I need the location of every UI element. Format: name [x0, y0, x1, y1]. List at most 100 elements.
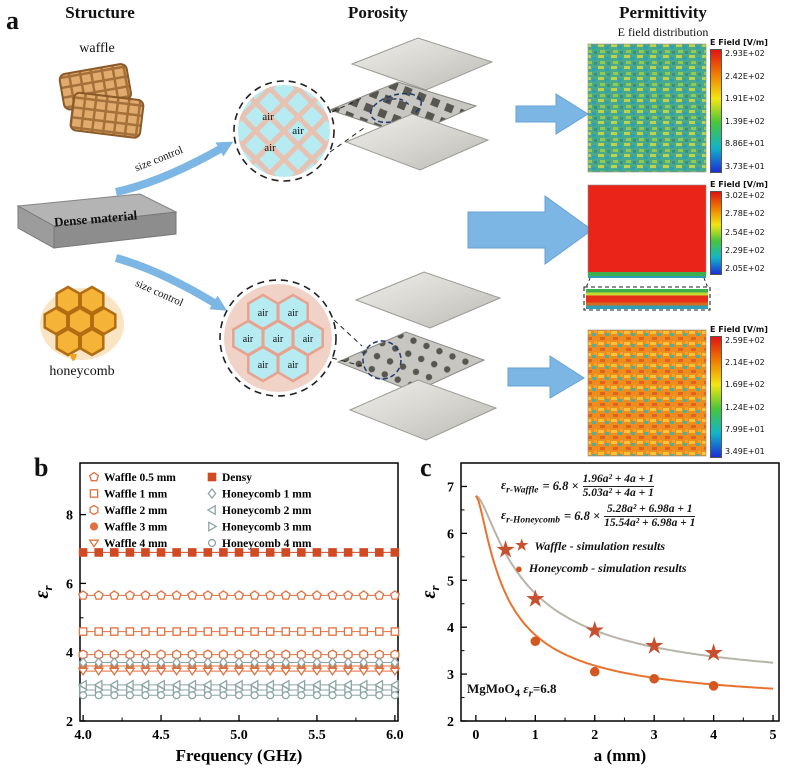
svg-text:Waffle 3 mm: Waffle 3 mm [104, 522, 168, 534]
formula-equals: = 6.8 × [542, 479, 579, 494]
svg-text:3: 3 [651, 728, 658, 743]
panel-c-label: c [420, 453, 432, 482]
svg-text:5.5: 5.5 [308, 728, 326, 743]
air-label: air [288, 360, 299, 371]
air-label: air [273, 334, 284, 345]
legend-label: Waffle - simulation results [534, 539, 666, 553]
formula-fraction: 1.96a² + 4a + 1 5.03a² + 4a + 1 [582, 473, 654, 500]
colorbar-tick-label: 8.86E+01 [725, 139, 765, 149]
colorbar-tick-label: 1.24E+02 [725, 402, 765, 412]
colorbar-tick-label: 2.14E+02 [725, 358, 765, 368]
svg-text:Waffle 4 mm: Waffle 4 mm [104, 538, 168, 550]
waffle-fit-formula: εr-Waffle = 6.8 × 1.96a² + 4a + 1 5.03a²… [501, 473, 654, 500]
air-label: air [262, 111, 274, 123]
colorbar-tick-label: 3.73E+01 [725, 161, 765, 171]
series-Honeycomb 1 mm [78, 656, 400, 669]
efield-caption: E field distribution [617, 25, 709, 39]
waffle-label: waffle [79, 41, 115, 56]
star-icon: ★ [515, 538, 529, 554]
series-Waffle 1 mm [78, 627, 400, 636]
svg-text:Waffle 0.5 mm: Waffle 0.5 mm [104, 472, 176, 484]
panel-a-label: a [6, 6, 19, 35]
honeycomb-photo-image [40, 285, 124, 361]
honeycomb-fit-formula: εr-Honeycomb = 6.8 × 5.28a² + 6.98a + 1 … [501, 503, 696, 530]
svg-text:4: 4 [447, 621, 454, 636]
fraction-numerator: 5.28a² + 6.98a + 1 [606, 503, 693, 515]
waffle-photo-image [58, 63, 145, 139]
svg-text:6: 6 [447, 527, 454, 542]
arrow-to-waffle-field [515, 93, 589, 135]
material-annotation: MgMoO4 εr=6.8 [467, 681, 557, 700]
air-label: air [258, 360, 269, 371]
colorbar-tick-label: 2.78E+02 [725, 209, 765, 219]
fraction-denominator: 5.03a² + 4a + 1 [582, 486, 654, 500]
series-Honeycomb 4 mm [79, 691, 399, 700]
colorbar-waffle: E Field [V/m] 2.93E+02 2.42E+02 1.91E+02 1.3… [710, 38, 768, 173]
svg-text:6.0: 6.0 [386, 728, 404, 743]
svg-text:Densy: Densy [222, 472, 252, 484]
svg-text:εr: εr [418, 584, 442, 598]
svg-text:5.0: 5.0 [230, 728, 248, 743]
svg-text:7: 7 [447, 480, 454, 495]
svg-text:8: 8 [66, 509, 73, 524]
svg-text:2: 2 [66, 715, 73, 730]
colorbar-tick-label: 2.29E+02 [725, 245, 765, 255]
colorbar-tick-label: 1.39E+02 [725, 116, 765, 126]
honeycomb-fit-curve [475, 495, 774, 690]
honeycomb-plate-stack [331, 271, 502, 441]
colorbar-tick-label: 1.69E+02 [725, 380, 765, 390]
honeycomb-label: honeycomb [49, 364, 114, 379]
colorbar-title: E Field [V/m] [710, 38, 768, 47]
svg-text:Honeycomb 4 mm: Honeycomb 4 mm [222, 538, 312, 550]
series-Waffle 0.5 mm [78, 590, 400, 600]
svg-text:4.0: 4.0 [74, 728, 92, 743]
dense-material-label: Dense material [53, 207, 138, 229]
colorbar-tick-label: 2.05E+02 [725, 264, 765, 273]
scatter-Honeycomb - simulation results [530, 636, 719, 691]
svg-text:4.5: 4.5 [152, 728, 170, 743]
permittivity-header: Permittivity [619, 3, 707, 22]
svg-text:3: 3 [447, 668, 454, 683]
fraction-numerator: 1.96a² + 4a + 1 [582, 473, 654, 485]
svg-text:Frequency (GHz): Frequency (GHz) [176, 746, 303, 765]
series-Densy [78, 548, 400, 557]
dense-efield-image [587, 184, 707, 278]
colorbar-title: E Field [V/m] [710, 180, 768, 189]
air-label: air [288, 308, 299, 319]
formula-equals: = 6.8 × [563, 509, 601, 524]
formula-fraction: 5.28a² + 6.98a + 1 15.54a² + 6.98a + 1 [604, 503, 696, 530]
colorbar-tick-label: 2.42E+02 [725, 71, 765, 81]
series-group [77, 548, 401, 700]
structure-header: Structure [65, 3, 135, 22]
air-label: air [292, 125, 304, 137]
colorbar-tick-label: 1.91E+02 [725, 94, 765, 104]
air-label: air [243, 334, 254, 345]
series-Waffle 4 mm [77, 667, 401, 676]
colorbar-gradient [710, 336, 722, 458]
svg-text:Honeycomb 1 mm: Honeycomb 1 mm [222, 489, 312, 501]
honeycomb-unit-cell: air air air air air air air [219, 279, 337, 397]
svg-text:5: 5 [770, 728, 777, 743]
dense-efield-zoom-strip [583, 277, 711, 311]
scatter-Waffle - simulation results [496, 540, 723, 661]
colorbar-tick-label: 2.54E+02 [725, 227, 765, 237]
size-control-arrow-top [115, 141, 234, 196]
colorbar-tick-label: 2.59E+02 [725, 336, 765, 345]
porosity-header: Porosity [347, 3, 409, 22]
colorbar-tick-label: 2.93E+02 [725, 49, 765, 58]
colorbar-gradient [710, 191, 722, 275]
waffle-unit-cell: air air air [233, 80, 335, 182]
svg-text:6: 6 [66, 577, 73, 592]
epsilon-symbol: ε [501, 477, 507, 492]
svg-text:Honeycomb 2 mm: Honeycomb 2 mm [222, 505, 312, 517]
panel-b-label: b [34, 453, 49, 482]
svg-text:εr: εr [31, 584, 55, 598]
svg-text:Honeycomb 3 mm: Honeycomb 3 mm [222, 522, 312, 534]
fraction-denominator: 15.54a² + 6.98a + 1 [604, 516, 696, 530]
colorbar-tick-label: 3.02E+02 [725, 191, 765, 200]
